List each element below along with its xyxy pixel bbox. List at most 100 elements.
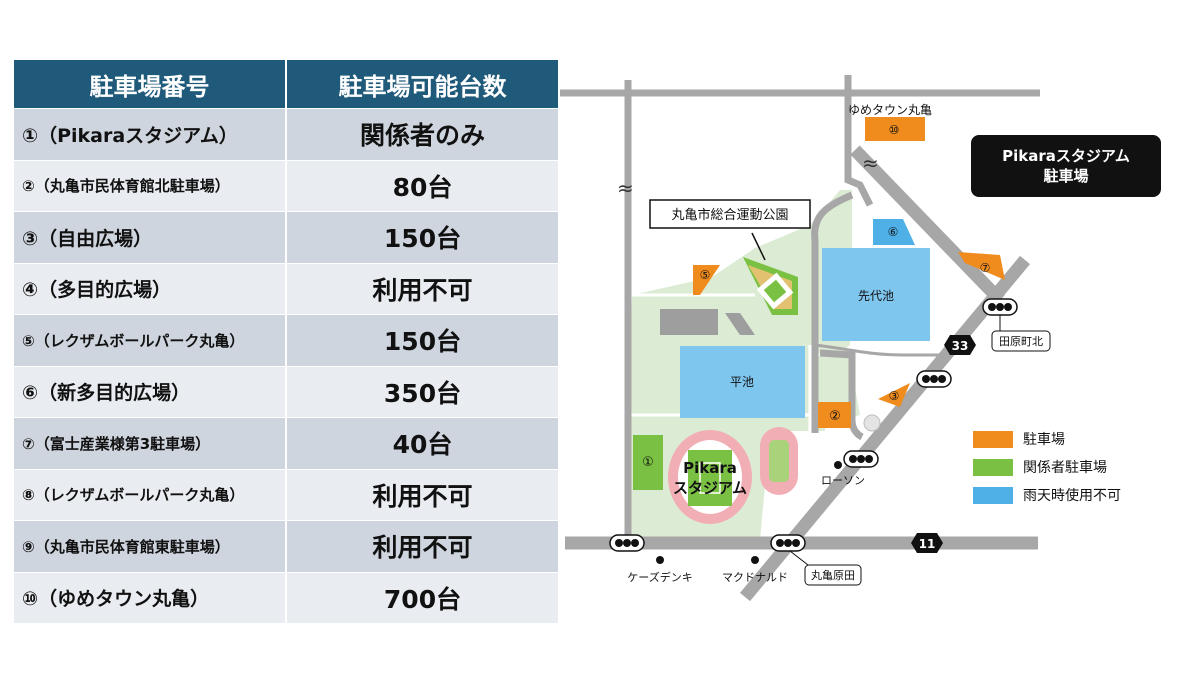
legend-label: 関係者駐車場 — [1023, 460, 1107, 476]
legend-item: 関係者駐車場 — [973, 453, 1121, 481]
parking-map: ≈ ≈ 先代池 平池 Pikara スタジアム ① ② ③ ⑤ ⑥ ⑦ ⑩ ゆめ… — [560, 55, 1200, 620]
route-33-shield — [944, 335, 976, 355]
parking-7-label: ⑦ — [980, 261, 991, 275]
lot-capacity-cell: 利用不可 — [286, 468, 558, 521]
pond-hira-label: 平池 — [730, 375, 754, 389]
parking-7-shape — [958, 252, 1005, 280]
parking-2-shape — [818, 402, 851, 428]
pond-sendai-label: 先代池 — [858, 289, 894, 303]
parking-1-shape — [633, 435, 663, 490]
lot-capacity-cell: 80台 — [286, 159, 558, 212]
lot-name-cell: ④（多目的広場） — [14, 262, 287, 315]
park-label: 丸亀市総合運動公園 — [671, 207, 788, 223]
header-lot-number: 駐車場番号 — [14, 60, 287, 109]
route-11-label: 11 — [919, 537, 936, 551]
lot-capacity-cell: 150台 — [286, 211, 558, 263]
lot-name-cell: ②（丸亀市民体育館北駐車場） — [14, 159, 287, 212]
legend-label: 雨天時使用不可 — [1023, 488, 1121, 504]
road-break-mark-west: ≈ — [617, 176, 634, 200]
table-row: ③（自由広場）150台 — [14, 211, 558, 263]
roundabout — [863, 414, 881, 432]
gray-court-small — [725, 313, 755, 335]
parking-6-label: ⑥ — [888, 225, 899, 239]
parking-10-label: ⑩ — [889, 123, 900, 137]
traffic-light-lawson — [843, 450, 879, 468]
traffic-light-mid — [916, 370, 952, 388]
legend-item: 雨天時使用不可 — [973, 481, 1121, 509]
marugame-harada-pointer — [789, 550, 809, 566]
park-label-box — [649, 199, 811, 229]
kz-denki-dot — [656, 556, 664, 564]
table-row: ⑥（新多目的広場）350台 — [14, 365, 558, 418]
table-row: ⑧（レクザムボールパーク丸亀）利用不可 — [14, 468, 558, 521]
lot-name-cell: ③（自由広場） — [14, 211, 287, 263]
legend-item: 駐車場 — [973, 425, 1121, 453]
lot-name-cell: ⑦（富士産業様第3駐車場） — [14, 417, 287, 469]
parking-2-label: ② — [829, 409, 841, 424]
sub-track-field — [769, 440, 789, 482]
legend-swatch — [973, 486, 1013, 504]
legend-swatch — [973, 458, 1013, 476]
parking-1-label: ① — [642, 455, 654, 470]
lot-capacity-cell: 利用不可 — [286, 262, 558, 315]
parking-5-shape — [693, 265, 720, 295]
intersection-tahara-kita: 田原町北 — [999, 335, 1043, 348]
yumetown-label: ゆめタウン丸亀 — [848, 103, 932, 117]
traffic-light-tahara-kita — [982, 298, 1018, 316]
lot-name-cell: ⑤（レクザムボールパーク丸亀） — [14, 314, 287, 366]
table-row: ⑦（富士産業様第3駐車場）40台 — [14, 417, 558, 469]
parking-5-label: ⑤ — [700, 268, 711, 282]
lot-capacity-cell: 150台 — [286, 314, 558, 366]
header-capacity: 駐車場可能台数 — [286, 60, 558, 109]
gray-court — [660, 309, 718, 335]
stadium-label-line2: スタジアム — [673, 479, 747, 497]
stadium-parking-title-line2: 駐車場 — [1043, 167, 1089, 185]
lawson-dot — [834, 461, 842, 469]
table-row: ⑨（丸亀市民体育館東駐車場）利用不可 — [14, 520, 558, 572]
local-road-thin — [814, 343, 940, 357]
map-legend: 駐車場関係者駐車場雨天時使用不可 — [973, 425, 1121, 509]
ballpark-grass — [763, 279, 787, 303]
stadium-parking-title-line1: Pikaraスタジアム — [1002, 147, 1130, 165]
traffic-light-west — [609, 534, 645, 552]
legend-label: 駐車場 — [1023, 432, 1065, 448]
lot-name-cell: ⑨（丸亀市民体育館東駐車場） — [14, 520, 287, 572]
route-33-label: 33 — [952, 339, 969, 353]
lot-name-cell: ①（Pikaraスタジアム） — [14, 108, 287, 160]
lot-capacity-cell: 関係者のみ — [286, 108, 558, 160]
park-label-pointer — [751, 232, 766, 261]
local-roads — [560, 75, 1040, 540]
lot-name-cell: ⑩（ゆめタウン丸亀） — [14, 571, 287, 623]
lot-name-cell: ⑥（新多目的広場） — [14, 365, 287, 418]
lot-capacity-cell: 利用不可 — [286, 520, 558, 572]
lot-capacity-cell: 350台 — [286, 365, 558, 418]
table-row: ⑤（レクザムボールパーク丸亀）150台 — [14, 314, 558, 366]
stadium-field-lines — [699, 462, 721, 494]
tahara-kita-box — [991, 330, 1051, 352]
stadium-parking-title: Pikaraスタジアム 駐車場 — [971, 135, 1161, 197]
lot-capacity-cell: 700台 — [286, 571, 558, 623]
mcdonalds-dot — [751, 556, 759, 564]
intersection-marugame-harada: 丸亀原田 — [811, 568, 855, 582]
table-header-row: 駐車場番号 駐車場可能台数 — [14, 60, 558, 109]
pond-sendai — [822, 248, 930, 341]
table-row: ②（丸亀市民体育館北駐車場）80台 — [14, 159, 558, 212]
marugame-harada-box — [804, 564, 862, 586]
stadium-label-line1: Pikara — [683, 459, 737, 477]
lot-capacity-cell: 40台 — [286, 417, 558, 469]
parking-6-shape — [873, 219, 915, 245]
route-11-shield — [911, 533, 943, 553]
lawson-label: ローソン — [821, 474, 865, 487]
parking-10-shape — [865, 117, 925, 141]
kz-denki-label: ケーズデンキ — [627, 570, 692, 584]
table-row: ⑩（ゆめタウン丸亀）700台 — [14, 571, 558, 623]
pond-hira — [680, 346, 805, 418]
traffic-light-marugame-harada — [770, 534, 806, 552]
mcdonalds-label: マクドナルド — [722, 571, 788, 584]
legend-swatch — [973, 430, 1013, 448]
parking-3-shape — [878, 383, 910, 407]
stadium-field — [688, 450, 732, 506]
parking-3-label: ③ — [889, 389, 900, 403]
lot-name-cell: ⑧（レクザムボールパーク丸亀） — [14, 468, 287, 521]
